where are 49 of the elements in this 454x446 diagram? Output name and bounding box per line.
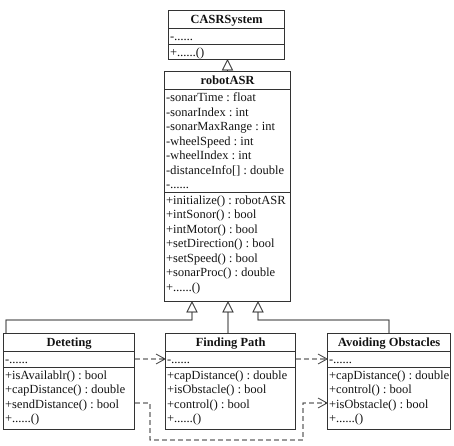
- class-box: [327, 333, 451, 430]
- class-box: [168, 10, 285, 60]
- member-text: +capDistance() : double: [5, 382, 126, 396]
- member-text: +......(): [167, 411, 202, 426]
- member-text: -......: [167, 352, 191, 366]
- member-text: -sonarIndex : int: [166, 104, 250, 119]
- dependency-arrow: [134, 398, 328, 440]
- member-text: -wheelIndex : int: [166, 148, 252, 162]
- member-text: +isAvailablr() : bool: [5, 368, 108, 382]
- inheritance-arrow: [252, 302, 390, 334]
- class-name: Finding Path: [166, 334, 295, 352]
- dependency-arrow: [134, 354, 166, 364]
- member-text: +......(): [329, 411, 364, 426]
- member-text: +isObstacle() : bool: [167, 382, 268, 396]
- class-compartment: [169, 44, 284, 59]
- member-text: +......(): [170, 44, 206, 59]
- member-text: -distanceInfo[] : double: [166, 162, 286, 177]
- dependency-arrow: [296, 354, 328, 364]
- member-text: -sonarTime : float: [166, 90, 257, 104]
- member-text: -......: [170, 29, 194, 44]
- class-name: CASRSystem: [169, 11, 284, 29]
- member-text: +sonarProc() : double: [166, 265, 276, 280]
- member-text: +......(): [5, 411, 40, 426]
- member-text: +capDistance() : double: [167, 368, 288, 382]
- member-text: -......: [329, 352, 353, 366]
- member-text: +capDistance() : double: [329, 368, 449, 382]
- member-text: +initialize() : robotASR: [166, 192, 287, 207]
- member-text: +......(): [166, 280, 202, 294]
- member-text: +sendDistance() : bool: [5, 396, 120, 411]
- member-text: +intSonor() : bool: [166, 207, 258, 222]
- inheritance-arrow: [222, 302, 234, 334]
- member-text: +intMotor() : bool: [166, 222, 259, 236]
- inheritance-arrow: [222, 60, 233, 72]
- member-text: +control() : bool: [167, 396, 251, 411]
- class-box: [164, 71, 291, 302]
- member-text: +setSpeed() : bool: [166, 250, 259, 265]
- class-box: [3, 333, 135, 430]
- class-name: Deteting: [4, 334, 134, 352]
- member-text: -wheelSpeed : int: [166, 134, 254, 148]
- member-text: +isObstacle() : bool: [329, 396, 430, 411]
- member-text: -sonarMaxRange : int: [166, 119, 276, 134]
- class-name: Avoiding Obstacles: [328, 334, 450, 352]
- class-name: robotASR: [165, 72, 290, 90]
- member-text: +control() : bool: [329, 382, 413, 396]
- member-text: -......: [166, 177, 190, 192]
- member-text: -......: [5, 352, 29, 366]
- class-box: [165, 333, 296, 430]
- member-text: +setDirection() : bool: [166, 236, 276, 250]
- inheritance-arrow: [6, 302, 198, 334]
